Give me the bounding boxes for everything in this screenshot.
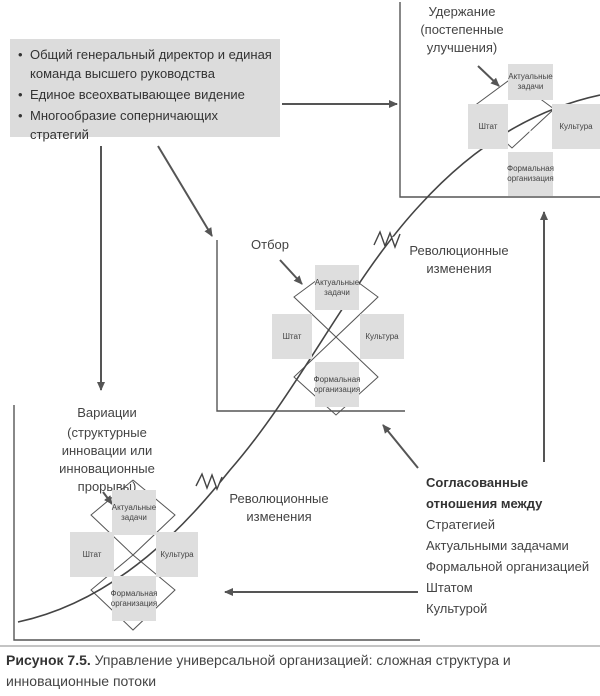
arrow-to-selection xyxy=(157,145,213,237)
diamond-lines-selection xyxy=(293,265,379,416)
frame-retention xyxy=(399,2,600,198)
alignment-item: Формальной организацией xyxy=(426,559,590,574)
bullet-item: Общий генеральный директор и единая кома… xyxy=(18,45,280,83)
diamond-left-cell: Штат xyxy=(70,532,114,577)
arrow-selection-label xyxy=(279,259,303,285)
arrow-alignment-selection xyxy=(382,424,419,469)
variation-title: Вариации xyxy=(77,405,137,420)
diamond-bottom-cell: Формальная организация xyxy=(314,362,360,407)
alignment-item: Стратегией xyxy=(426,517,496,532)
diamond-top-cell: Актуальные задачи xyxy=(508,64,553,100)
frame-variation xyxy=(13,405,420,641)
diamond-bottom-cell: Формальная организация xyxy=(111,576,157,621)
revolutionary-label-upper: Революционные изменения xyxy=(409,243,509,276)
diamond-right-cell: Культура xyxy=(360,314,404,359)
zigzag-lower xyxy=(195,472,223,491)
caption-label: Рисунок 7.5. xyxy=(6,652,91,668)
alignment-item: Штатом xyxy=(426,580,473,595)
retention-title: Удержание xyxy=(428,4,496,19)
diamond-right-cell: Культура xyxy=(156,532,198,577)
diamond-top-cell: Актуальные задачи xyxy=(112,490,156,535)
selection-title: Отбор xyxy=(251,237,289,252)
diamond-left-cell: Штат xyxy=(468,104,508,149)
variation-subtitle: (структурные инновации или инновационные… xyxy=(59,425,155,494)
diamond-bottom-cell: Формальная организация xyxy=(507,152,554,196)
figure-caption: Рисунок 7.5. Управление универсальной ор… xyxy=(6,650,596,692)
revolutionary-label-lower: Революционные изменения xyxy=(229,491,329,524)
retention-subtitle: (постепенные улучшения) xyxy=(420,22,504,55)
arrow-variation-label xyxy=(102,491,113,505)
alignment-heading: Согласованные отношения между xyxy=(426,475,543,511)
frame-selection xyxy=(216,240,405,412)
alignment-item: Культурой xyxy=(426,601,488,616)
diamond-top-cell: Актуальные задачи xyxy=(315,265,359,310)
leadership-box: Общий генеральный директор и единая кома… xyxy=(10,39,280,142)
caption-text: Управление универсальной организацией: с… xyxy=(6,652,511,689)
alignment-list: Согласованные отношения между Стратегией… xyxy=(426,472,589,619)
alignment-item: Актуальными задачами xyxy=(426,538,569,553)
diamond-left-cell: Штат xyxy=(272,314,312,359)
bullet-item: Единое всеохватывающее видение xyxy=(18,85,280,104)
arrow-retention-label xyxy=(477,65,500,87)
zigzag-upper xyxy=(373,230,401,250)
bullet-item: Многообразие соперничающих стратегий xyxy=(18,106,280,144)
diamond-right-cell: Культура xyxy=(552,104,600,149)
